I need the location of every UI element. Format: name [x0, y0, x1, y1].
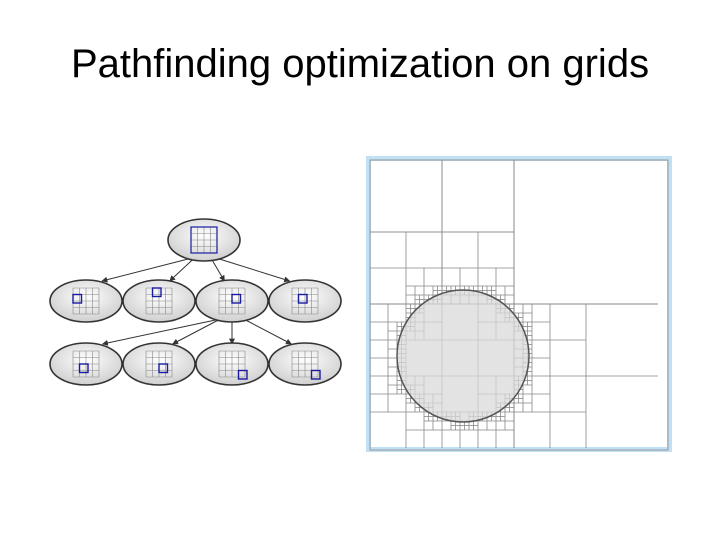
tree-node-grandchild-3: [195, 342, 269, 386]
highlighted-cell: [310, 369, 321, 380]
tree-node-child-2: [122, 279, 196, 323]
highlighted-cell: [237, 369, 248, 380]
quadtree-figure: [366, 156, 672, 452]
tree-edges: [101, 258, 292, 346]
tree-edge-arrow: [211, 258, 225, 282]
tree-edge-arrow: [169, 258, 194, 282]
search-tree-figure: [49, 218, 342, 386]
tree-node-grandchild-1: [49, 342, 123, 386]
tree-edge-arrow: [219, 258, 291, 283]
tree-edge-arrow: [245, 319, 292, 345]
slide-title: Pathfinding optimization on grids: [70, 42, 650, 86]
circular-obstacle: [396, 289, 530, 423]
tree-edge-arrow: [172, 319, 219, 345]
highlighted-cell: [158, 363, 169, 374]
tree-nodes: [49, 218, 342, 386]
highlighted-cell: [151, 287, 162, 298]
tree-node-child-1: [49, 279, 123, 323]
highlighted-cell: [231, 293, 242, 304]
tree-edge-arrow: [101, 319, 216, 346]
highlighted-cell: [78, 363, 89, 374]
highlighted-cell: [297, 293, 308, 304]
tree-node-child-3: [195, 279, 269, 323]
tree-node-root: [167, 218, 241, 262]
tree-edge-arrow: [101, 258, 189, 283]
tree-node-grandchild-2: [122, 342, 196, 386]
tree-node-grandchild-4: [268, 342, 342, 386]
tree-node-child-4: [268, 279, 342, 323]
highlighted-cell: [72, 293, 83, 304]
